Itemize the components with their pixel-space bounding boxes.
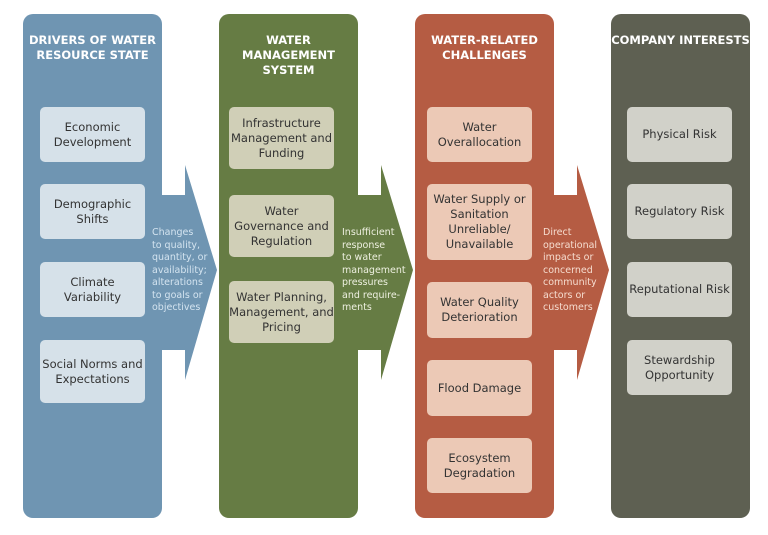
driver-item: Climate Variability bbox=[40, 262, 145, 317]
driver-item: Economic Development bbox=[40, 107, 145, 162]
interest-item: Reputational Risk bbox=[627, 262, 732, 317]
management-item: Water Governance and Regulation bbox=[229, 195, 334, 257]
column-title: WATER MANAGEMENT SYSTEM bbox=[242, 33, 335, 77]
column-title: DRIVERS OF WATER RESOURCE STATE bbox=[29, 33, 156, 62]
driver-item: Demographic Shifts bbox=[40, 184, 145, 239]
arrow-drivers-to-management bbox=[161, 165, 217, 380]
management-item: Water Planning, Management, and Pricing bbox=[229, 281, 334, 343]
interest-item: Regulatory Risk bbox=[627, 184, 732, 239]
arrow-label: Changes to quality, quantity, or availab… bbox=[152, 227, 208, 313]
challenge-item: Ecosystem Degradation bbox=[427, 438, 532, 493]
driver-item: Social Norms and Expectations bbox=[40, 340, 145, 403]
arrow-label: Direct operational impacts or concerned … bbox=[543, 227, 598, 313]
column-title: WATER-RELATED CHALLENGES bbox=[431, 33, 538, 62]
interest-item: Physical Risk bbox=[627, 107, 732, 162]
management-item: Infrastructure Management and Funding bbox=[229, 107, 334, 169]
challenge-item: Water Quality Deterioration bbox=[427, 282, 532, 338]
arrow-management-to-challenges bbox=[357, 165, 413, 380]
arrow-label: Insufficient response to water managemen… bbox=[342, 227, 406, 313]
interest-item: Stewardship Opportunity bbox=[627, 340, 732, 395]
column-management-panel bbox=[219, 14, 358, 518]
arrow-challenges-to-interests bbox=[553, 165, 609, 380]
challenge-item: Flood Damage bbox=[427, 360, 532, 416]
challenge-item: Water Overallocation bbox=[427, 107, 532, 162]
column-title: COMPANY INTERESTS bbox=[611, 33, 750, 47]
challenge-item: Water Supply or Sanitation Unreliable/ U… bbox=[427, 184, 532, 260]
